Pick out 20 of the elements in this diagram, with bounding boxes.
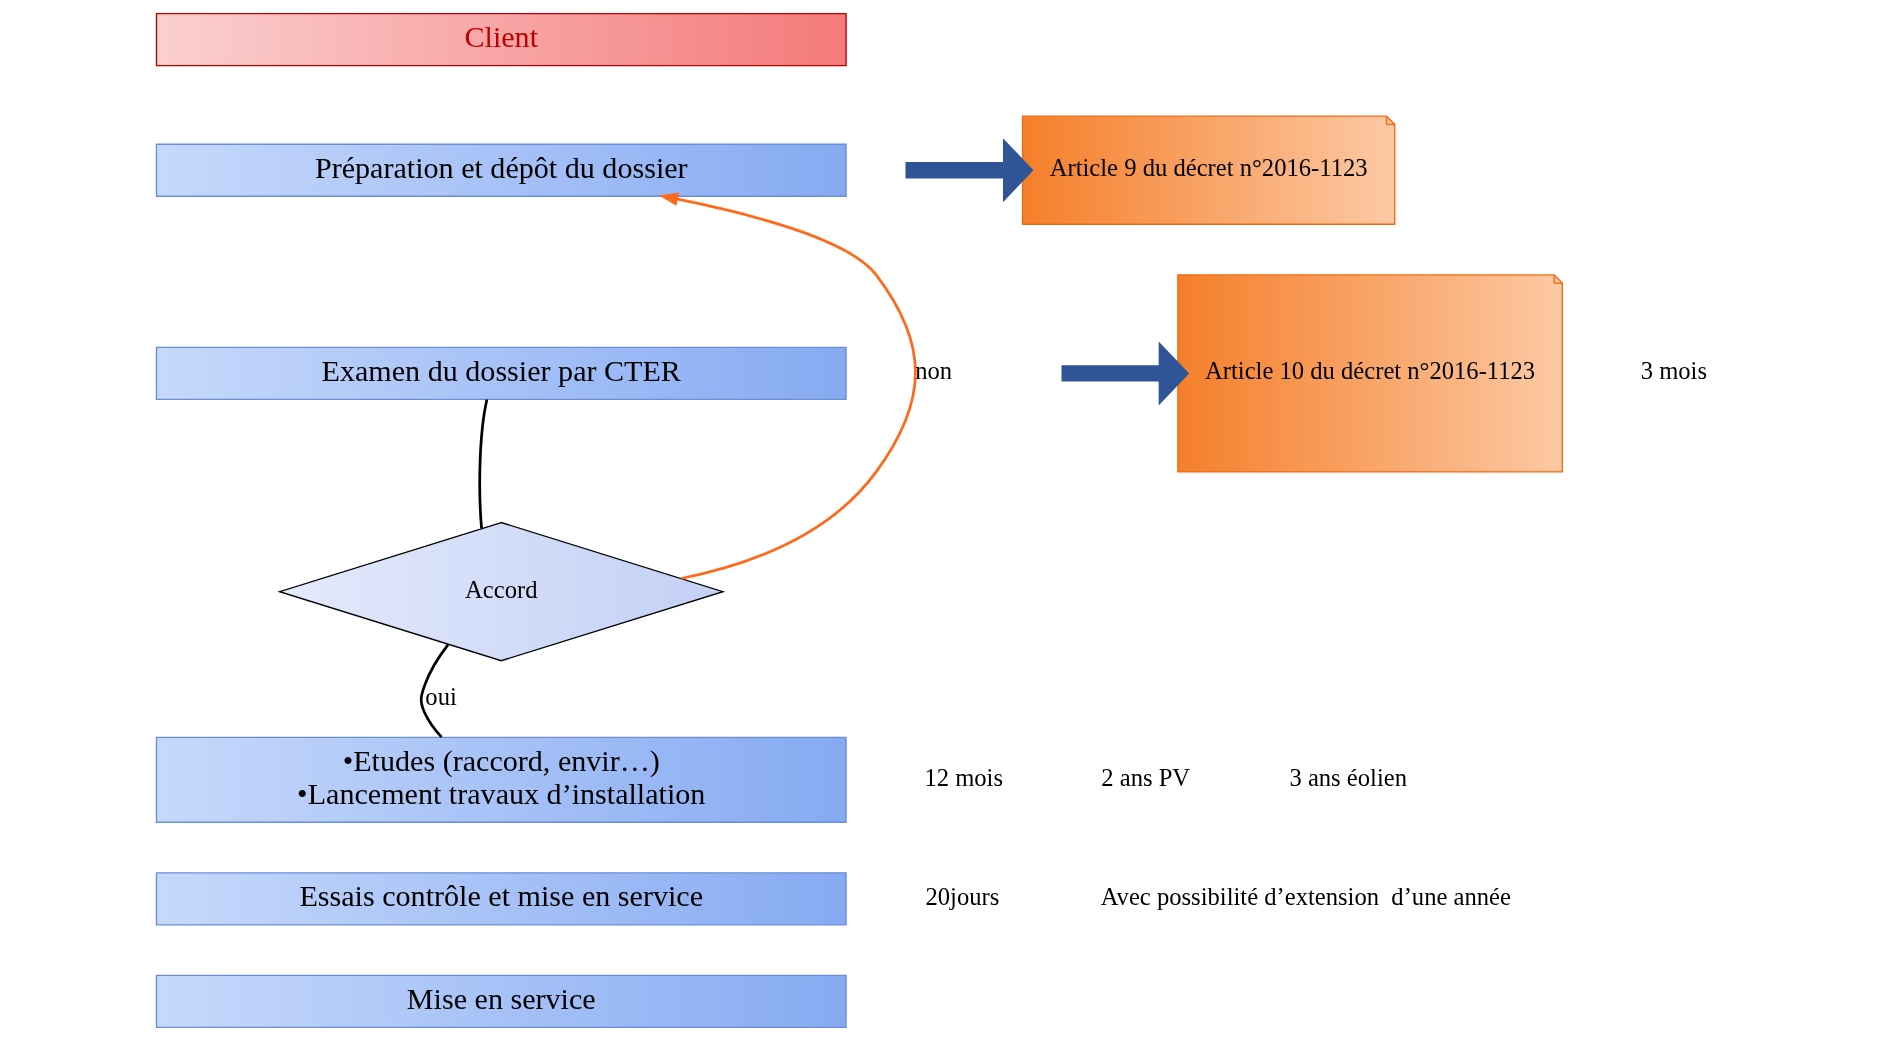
node-box: •Etudes (raccord, envir…) •Lancement travaux d’installation <box>155 736 847 823</box>
edge-label: oui <box>425 683 457 711</box>
connector <box>478 399 489 529</box>
arrow <box>1061 341 1190 406</box>
label: 3 mois <box>1640 357 1708 385</box>
label: 3 ans éolien <box>1289 763 1407 791</box>
node-box: Client <box>155 12 847 67</box>
label: 2 ans PV <box>1101 763 1191 791</box>
arrow <box>658 192 917 580</box>
label: Avec possibilité d’extension d’une année <box>1100 882 1511 910</box>
node-box: Préparation et dépôt du dossier <box>155 143 847 197</box>
label: 20jours <box>925 882 1000 910</box>
node-box: Examen du dossier par CTER <box>155 346 847 401</box>
arrow <box>905 138 1034 203</box>
connector <box>419 643 450 739</box>
edge-label: non <box>915 357 953 385</box>
label: 12 mois <box>924 763 1004 791</box>
node-box: Mise en service <box>155 974 847 1029</box>
node-box: Essais contrôle et mise en service <box>155 872 847 926</box>
node-diamond: Accord <box>277 521 726 662</box>
